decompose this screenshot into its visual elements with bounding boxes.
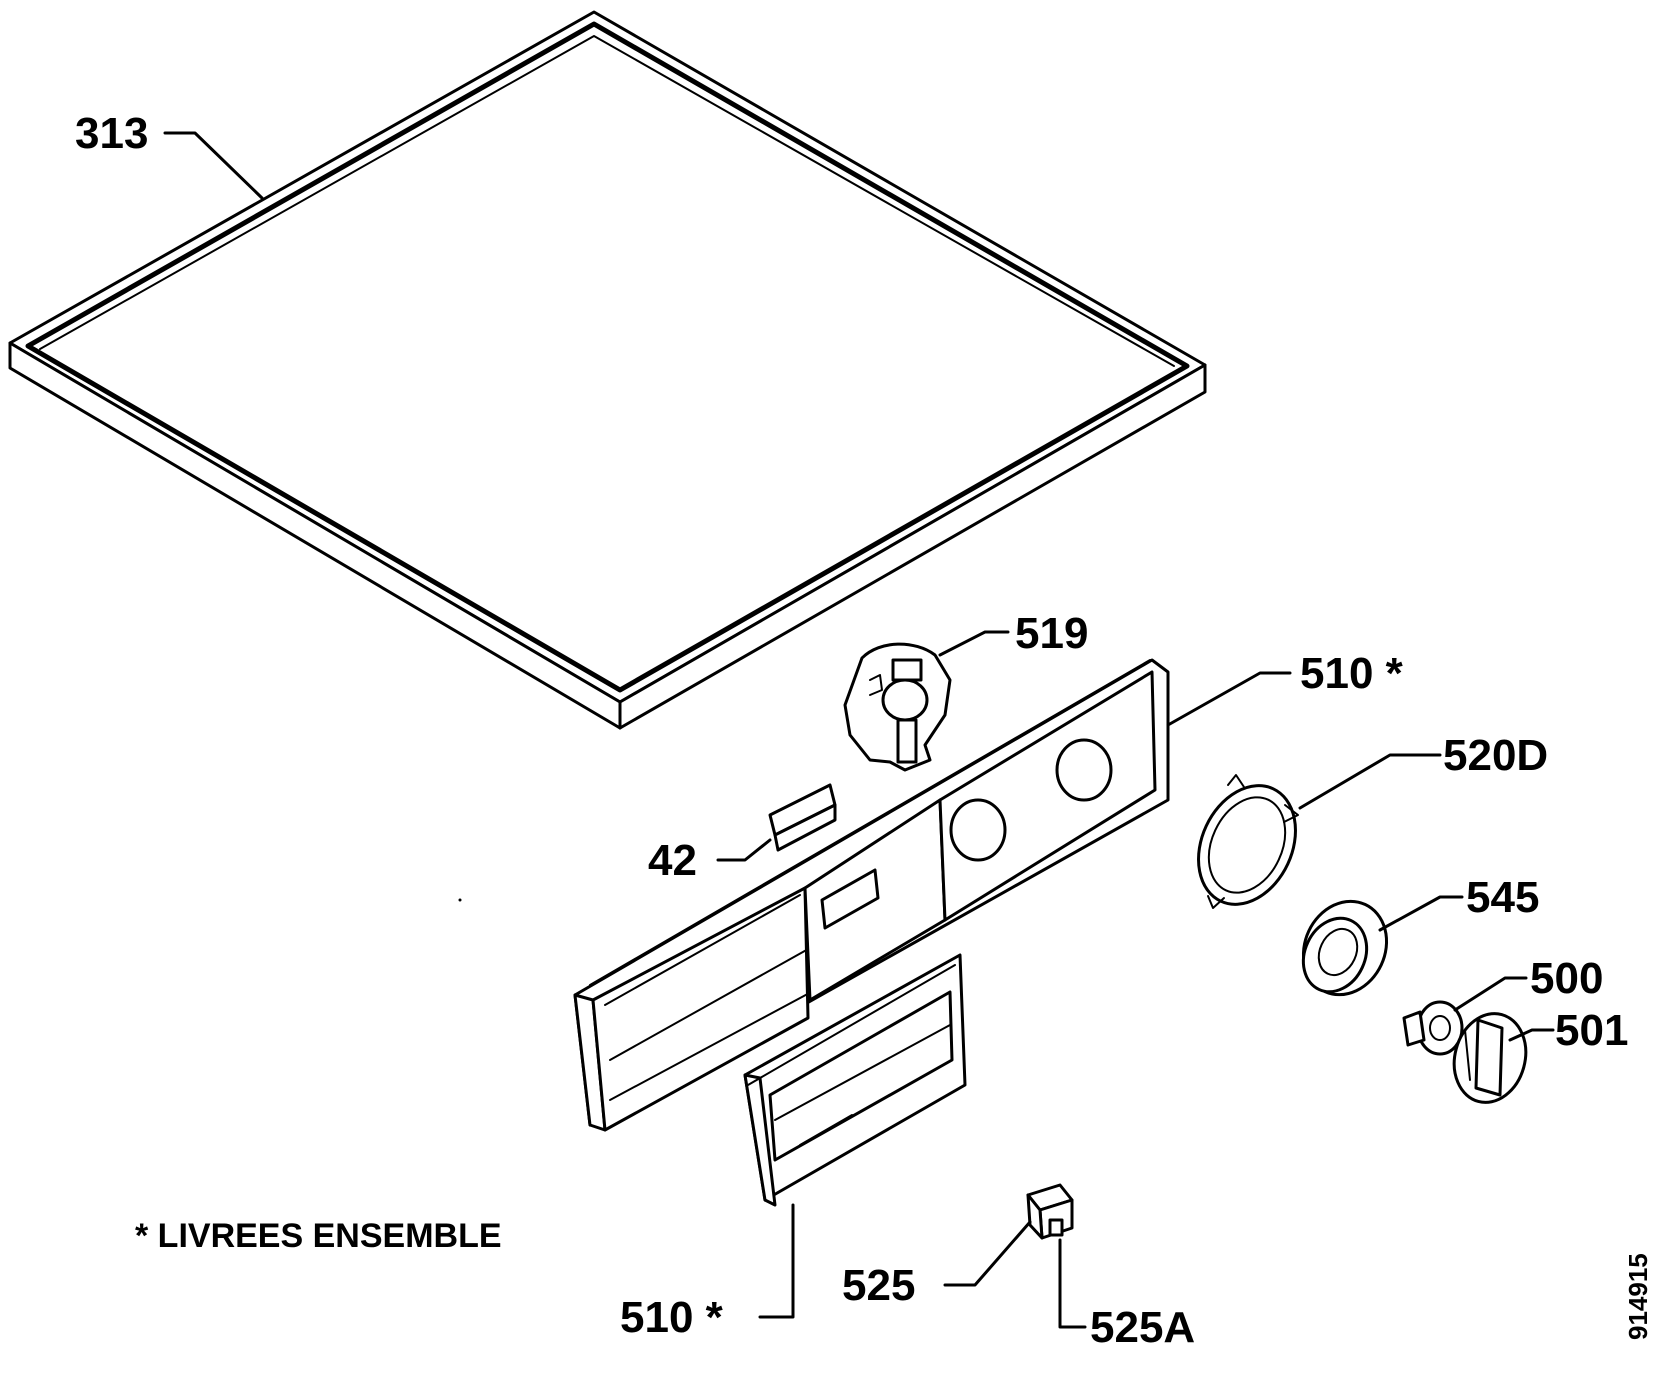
bearing-ring-520d bbox=[1197, 774, 1299, 909]
callout-525: 525 bbox=[842, 1261, 915, 1310]
callout-510-drawer: 510 * bbox=[620, 1293, 724, 1342]
spindle-500 bbox=[1402, 1000, 1464, 1056]
leader-510-drawer bbox=[758, 1203, 795, 1319]
callout-313: 313 bbox=[75, 109, 148, 158]
knob-base-545 bbox=[1301, 899, 1389, 997]
rotary-switch-519 bbox=[843, 642, 952, 772]
leader-42 bbox=[716, 838, 772, 862]
callout-501: 501 bbox=[1555, 1006, 1628, 1055]
leader-500 bbox=[1453, 976, 1528, 1012]
leader-525a bbox=[1058, 1238, 1087, 1329]
leader-525 bbox=[943, 1220, 1032, 1287]
leader-510-panel bbox=[1166, 671, 1292, 727]
callout-520d: 520D bbox=[1443, 731, 1548, 780]
delivery-note: * LIVREES ENSEMBLE bbox=[135, 1217, 502, 1255]
leader-lines bbox=[163, 131, 1555, 1329]
leader-501 bbox=[1508, 1028, 1555, 1042]
control-knob-501 bbox=[1452, 1012, 1528, 1104]
callout-510-panel: 510 * bbox=[1300, 649, 1404, 698]
callout-42: 42 bbox=[648, 836, 697, 885]
leader-313 bbox=[163, 131, 264, 200]
stray-mark bbox=[458, 898, 462, 902]
top-cover-313 bbox=[8, 10, 1207, 730]
callout-525a: 525A bbox=[1090, 1303, 1195, 1352]
dispenser-drawer-510 bbox=[743, 953, 967, 1207]
leader-520d bbox=[1298, 753, 1442, 810]
callout-545: 545 bbox=[1466, 873, 1539, 922]
control-panel-510 bbox=[573, 658, 1170, 1132]
callout-500: 500 bbox=[1530, 954, 1603, 1003]
connector-525 bbox=[1026, 1183, 1074, 1240]
drawing-reference-number: 914915 bbox=[1623, 1253, 1653, 1340]
leader-519 bbox=[938, 630, 1010, 657]
callout-519: 519 bbox=[1015, 609, 1088, 658]
switch-42 bbox=[768, 783, 837, 852]
leader-545 bbox=[1378, 895, 1464, 932]
